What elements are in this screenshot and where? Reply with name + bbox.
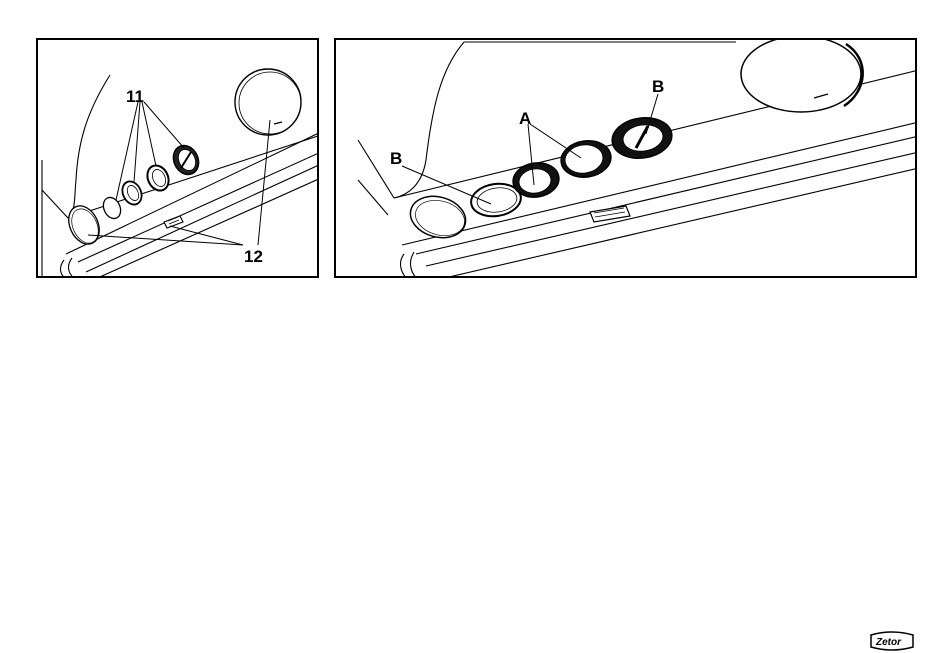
brand-logo-text: Zetor [875, 637, 902, 648]
right-illustration-panel: B A B [334, 38, 917, 278]
warning-light-2-icon [119, 178, 145, 207]
rail-switch-icon [164, 216, 183, 228]
left-illustration-panel: 11 12 [36, 38, 319, 278]
warning-light-b-right-icon [610, 114, 675, 162]
right-dashboard-drawing: B A B [336, 40, 917, 278]
warning-light-1-icon [100, 195, 124, 222]
cover-edge-line [394, 42, 464, 198]
callout-a: A [519, 109, 531, 128]
callout-b-right: B [652, 77, 664, 96]
cover-side-line [358, 140, 394, 198]
warning-light-3-icon [143, 162, 172, 194]
callout-11: 11 [126, 87, 144, 106]
cover-edge-line [68, 75, 110, 218]
left-dashboard-drawing: 11 12 [38, 40, 319, 278]
warning-light-4-icon [169, 141, 203, 178]
large-gauge-icon [741, 40, 863, 112]
rail-switch-icon [590, 206, 630, 222]
brand-logo: Zetor [868, 631, 916, 651]
large-gauge-icon [235, 69, 301, 135]
callout-12: 12 [244, 247, 263, 266]
warning-light-a-right-icon [559, 138, 614, 181]
callout-b-left: B [390, 149, 402, 168]
small-gauge-icon [406, 190, 470, 243]
